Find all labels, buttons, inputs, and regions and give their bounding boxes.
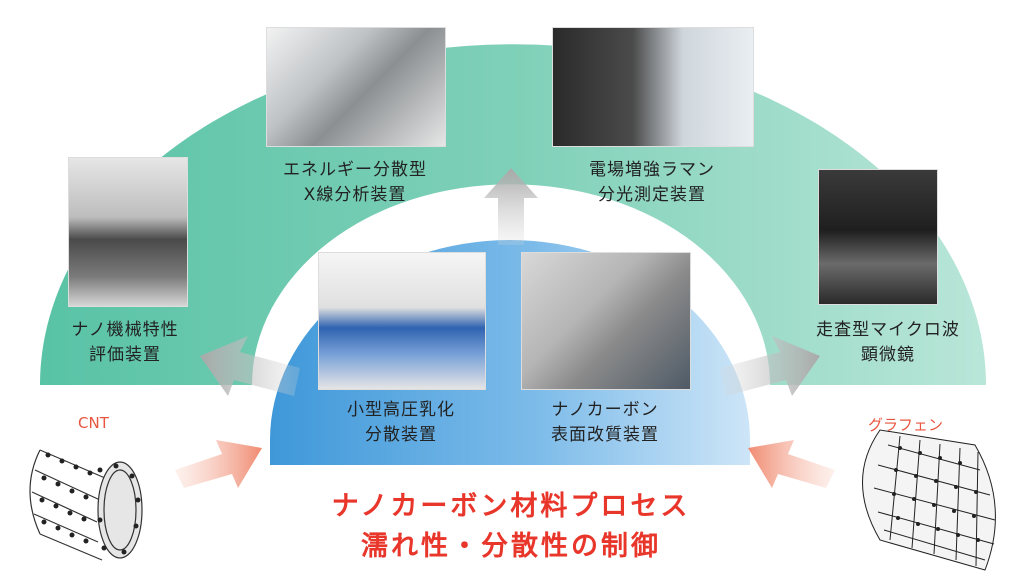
label-microwave-line2: 顕微鏡 <box>861 345 915 365</box>
label-emulsifier-line2: 分散装置 <box>365 425 437 445</box>
arrow-left-salmon <box>175 440 262 488</box>
label-edx: エネルギー分散型 X線分析装置 <box>255 158 455 208</box>
label-graphene: グラフェン <box>868 416 944 434</box>
label-surface-modifier-line2: 表面改質装置 <box>551 425 659 445</box>
label-microwave: 走査型マイクロ波 顕微鏡 <box>798 318 978 368</box>
label-nano-mech-line2: 評価装置 <box>89 345 161 365</box>
arrow-right-gray <box>720 336 820 396</box>
arrow-left-gray <box>200 336 300 396</box>
label-emulsifier: 小型高圧乳化 分散装置 <box>316 398 486 448</box>
label-edx-line1: エネルギー分散型 <box>283 160 427 180</box>
label-edx-line2: X線分析装置 <box>303 185 407 205</box>
arrow-right-salmon <box>748 440 835 488</box>
title-line1: ナノカーボン材料プロセス <box>331 491 691 522</box>
label-nano-mech-line1: ナノ機械特性 <box>71 320 179 340</box>
photo-microwave <box>818 169 938 305</box>
label-surface-modifier: ナノカーボン 表面改質装置 <box>520 398 690 448</box>
label-emulsifier-line1: 小型高圧乳化 <box>347 400 455 420</box>
label-surface-modifier-line1: ナノカーボン <box>551 400 659 420</box>
photo-raman <box>552 27 754 147</box>
photo-surface-modifier <box>521 252 691 390</box>
title-line2: 濡れ性・分散性の制御 <box>361 531 661 562</box>
label-raman-line1: 電場増強ラマン <box>589 160 715 180</box>
label-cnt: CNT <box>78 414 109 432</box>
label-raman: 電場増強ラマン 分光測定装置 <box>552 158 752 208</box>
photo-nano-mech <box>68 157 188 307</box>
photo-emulsifier <box>318 252 486 390</box>
cnt-tube-graphic <box>29 449 143 561</box>
label-raman-line2: 分光測定装置 <box>598 185 706 205</box>
label-microwave-line1: 走査型マイクロ波 <box>816 320 960 340</box>
label-nano-mech: ナノ機械特性 評価装置 <box>40 318 210 368</box>
arrow-up-gray <box>484 168 538 245</box>
photo-edx <box>266 27 446 147</box>
